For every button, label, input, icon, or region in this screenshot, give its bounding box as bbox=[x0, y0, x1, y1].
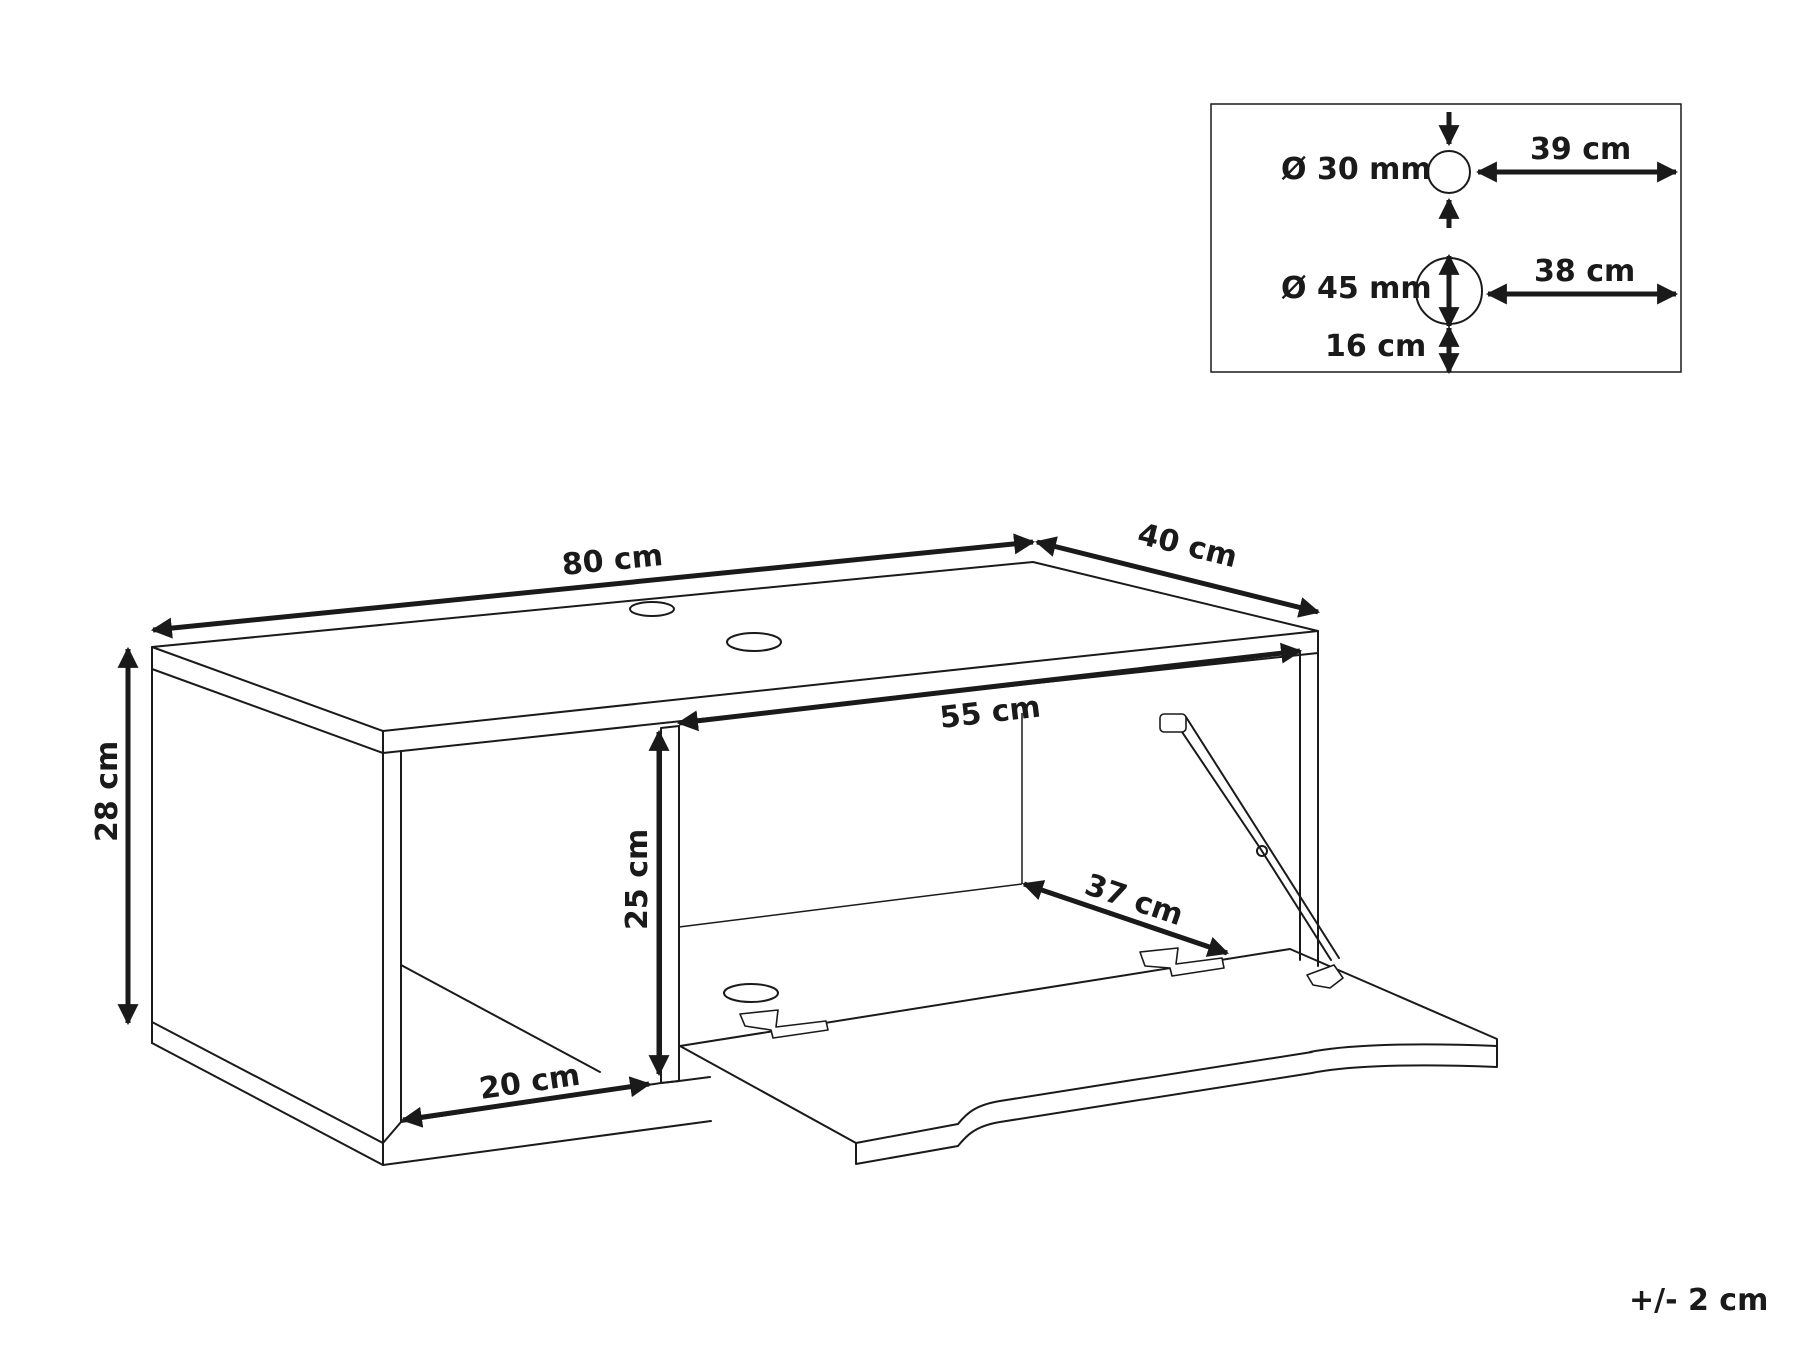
cable-hole-detail: Ø 30 mm 39 cm Ø 45 mm 38 cm 16 cm bbox=[1210, 103, 1682, 375]
flap-door-front-edge bbox=[855, 1045, 1498, 1165]
left-compartment-width-arrow bbox=[400, 1076, 652, 1128]
lift-stay-arm bbox=[1175, 722, 1332, 961]
dimension-arrows bbox=[117, 533, 1321, 1128]
lift-stay-joint bbox=[1256, 845, 1268, 857]
top-cable-hole-front bbox=[726, 632, 782, 652]
top-panel bbox=[151, 561, 1319, 732]
bottom-panel-edge bbox=[382, 1120, 712, 1166]
divider-panel bbox=[660, 725, 680, 1084]
small-cable-hole bbox=[1427, 150, 1471, 194]
width-arrow bbox=[150, 533, 1036, 639]
lift-stay-mount bbox=[1159, 713, 1187, 733]
left-compartment-floor-back bbox=[400, 964, 601, 1073]
small-hole-offset-label: 39 cm bbox=[1530, 132, 1631, 167]
inner-height-label: 25 cm bbox=[620, 829, 655, 930]
dimension-labels: 80 cm 40 cm 28 cm 55 cm 25 cm 37 cm 20 c… bbox=[90, 517, 1241, 1107]
top-cable-hole-back bbox=[629, 601, 675, 617]
left-side-panel bbox=[151, 668, 384, 1144]
flap-door-top bbox=[679, 948, 1498, 1144]
floor-cable-hole bbox=[723, 983, 779, 1003]
height-label: 28 cm bbox=[90, 741, 125, 842]
inner-depth-arrow bbox=[1022, 880, 1229, 957]
width-label: 80 cm bbox=[560, 538, 664, 583]
right-compartment-back-floor bbox=[678, 883, 1023, 928]
inner-width-arrow bbox=[676, 642, 1303, 732]
inner-width-label: 55 cm bbox=[938, 690, 1043, 736]
bottom-panel-front bbox=[382, 1121, 402, 1144]
depth-label: 40 cm bbox=[1134, 517, 1241, 575]
left-compartment-width-label: 20 cm bbox=[477, 1058, 582, 1107]
lift-stay-arm-outline bbox=[1185, 716, 1340, 959]
holes-spacing-label: 16 cm bbox=[1325, 329, 1426, 364]
small-hole-diameter-label: Ø 30 mm bbox=[1281, 152, 1432, 187]
left-side-bottom bbox=[151, 1042, 384, 1166]
large-hole-diameter-label: Ø 45 mm bbox=[1281, 271, 1432, 306]
hinge-left bbox=[739, 1009, 829, 1039]
large-hole-offset-label: 38 cm bbox=[1534, 254, 1635, 289]
tolerance-label: +/- 2 cm bbox=[1629, 1283, 1768, 1318]
depth-arrow bbox=[1034, 536, 1321, 618]
lift-stay-door-bracket bbox=[1306, 964, 1344, 989]
